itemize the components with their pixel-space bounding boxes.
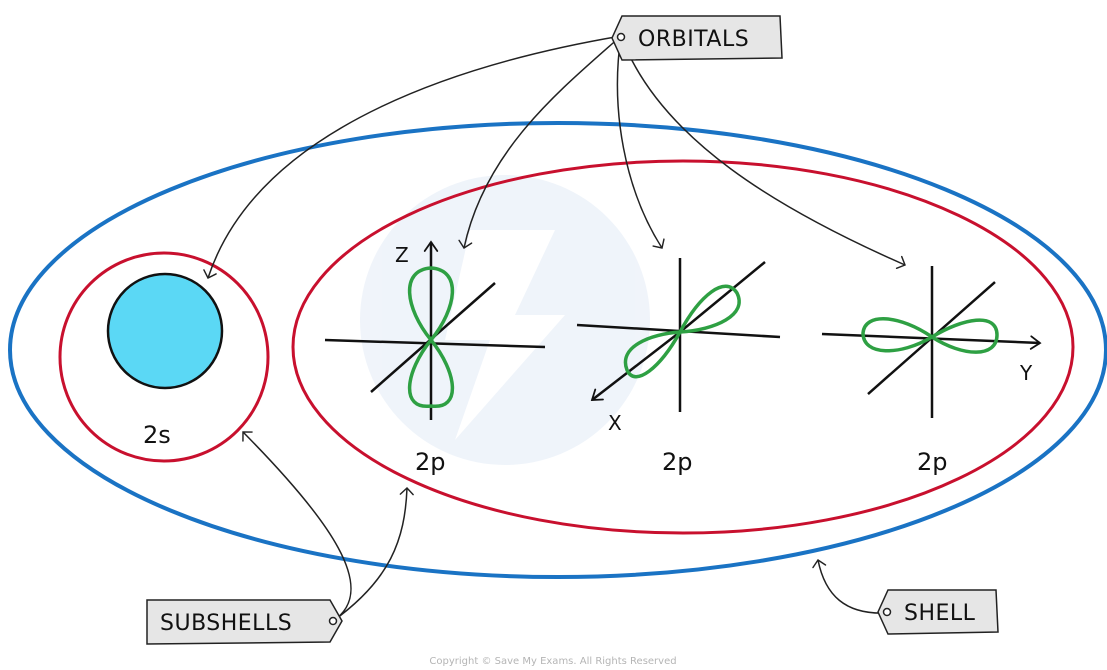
label-2s: 2s [143,421,171,449]
shell-tag-text: SHELL [904,601,976,626]
orbitals-tag-text: ORBITALS [638,27,749,52]
shell-tag: SHELL [877,589,999,635]
shell-outline [8,121,1107,579]
subshell-2s-outline [58,251,270,463]
label-2p-y: 2p [917,448,948,476]
pz-orbital [324,240,546,420]
px-orbital [576,258,781,412]
s-orbital-sphere [106,272,224,390]
axis-label-x: X [608,411,622,435]
label-2p-x: 2p [662,448,693,476]
axis-label-y: Y [1019,361,1033,385]
subshell-2p-outline [291,159,1075,535]
label-2p-z: 2p [415,448,446,476]
axis-label-z: Z [395,243,409,267]
shell-arrow [812,559,888,614]
orbitals-tag: ORBITALS [611,15,783,61]
subshells-tag: SUBSHELLS [146,599,343,645]
copyright-notice: Copyright © Save My Exams. All Rights Re… [429,656,676,667]
subshells-tag-text: SUBSHELLS [160,611,292,636]
orbitals-arrows [203,35,906,279]
subshells-arrows [242,431,414,622]
py-orbital [821,266,1042,418]
